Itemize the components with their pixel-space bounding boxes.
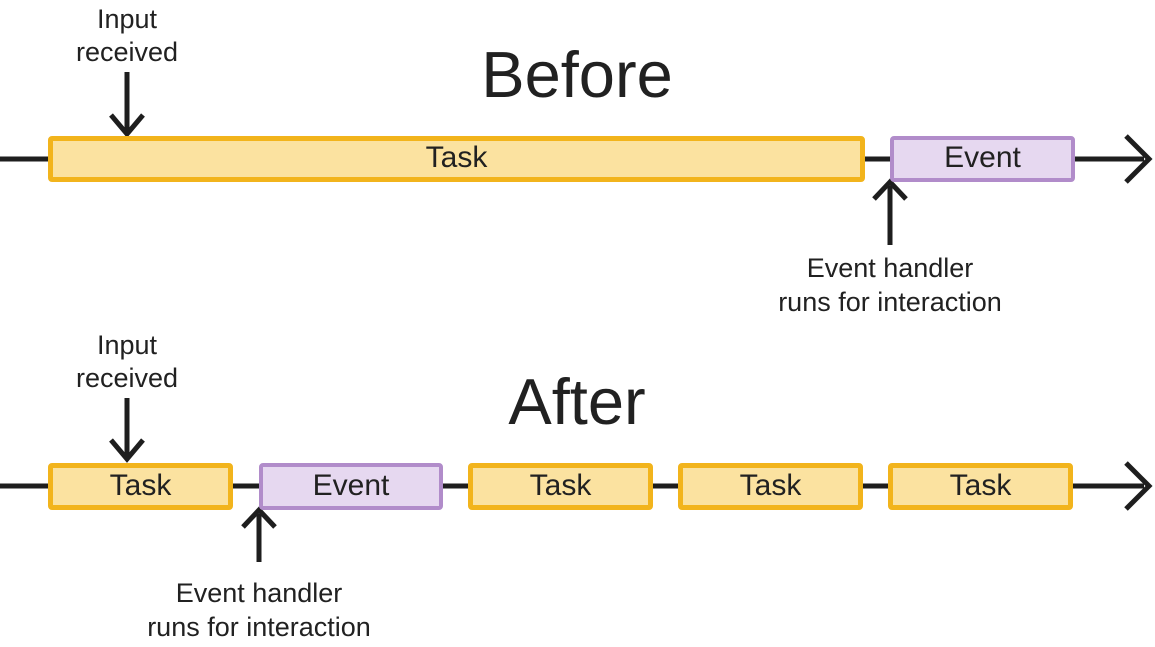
before-title: Before — [481, 38, 673, 111]
before-event-box: Event — [890, 136, 1075, 182]
after-task-box-1: Task — [48, 463, 233, 510]
handler-label-line1: Event handler — [806, 253, 974, 283]
right-arrow-icon — [1124, 461, 1153, 511]
input-label-line2: received — [75, 363, 179, 393]
before-handler-label: Event handler runs for interaction — [690, 251, 1090, 319]
handler-label-line2: runs for interaction — [147, 612, 371, 642]
event-label: Event — [312, 468, 390, 502]
input-label-line2: received — [75, 37, 179, 67]
before-handler-arrow — [872, 178, 908, 245]
task-label: Task — [739, 468, 802, 502]
input-label-line1: Input — [96, 4, 158, 34]
handler-label-line1: Event handler — [175, 578, 343, 608]
up-arrow-icon — [241, 506, 277, 529]
after-input-arrow — [109, 398, 145, 463]
handler-label-line2: runs for interaction — [778, 287, 1002, 317]
after-handler-label: Event handler runs for interaction — [59, 576, 459, 644]
down-arrow-icon — [109, 113, 145, 138]
after-input-label: Input received — [27, 329, 227, 395]
up-arrow-icon — [872, 178, 908, 201]
right-arrow-icon — [1124, 134, 1153, 184]
event-label: Event — [944, 141, 1021, 174]
after-task-box-4: Task — [888, 463, 1073, 510]
after-event-box: Event — [259, 463, 443, 510]
down-arrow-icon — [109, 438, 145, 463]
after-handler-arrow — [241, 506, 277, 562]
task-label: Task — [109, 468, 172, 502]
task-label: Task — [949, 468, 1012, 502]
before-task-box: Task — [48, 136, 865, 182]
task-label: Task — [529, 468, 592, 502]
task-label: Task — [425, 141, 488, 174]
after-task-box-3: Task — [678, 463, 863, 510]
before-input-arrow — [109, 72, 145, 138]
after-title: After — [508, 365, 646, 438]
before-input-label: Input received — [27, 3, 227, 69]
input-label-line1: Input — [96, 330, 158, 360]
after-task-box-2: Task — [468, 463, 653, 510]
